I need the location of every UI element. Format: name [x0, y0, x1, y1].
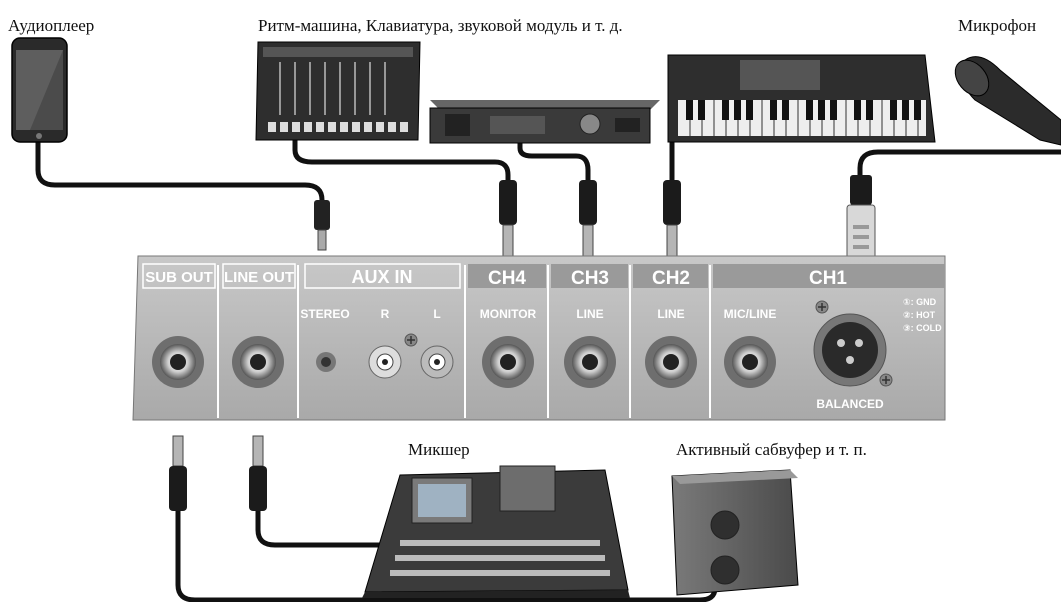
- label-ch1: CH1: [809, 268, 847, 289]
- ch2-jack: [645, 336, 697, 388]
- line-out-jack: [232, 336, 284, 388]
- caption-mixer: Микшер: [408, 440, 470, 459]
- cable-sub-out: [175, 505, 718, 602]
- keyboard: [667, 54, 936, 143]
- label-line-out: LINE OUT: [224, 269, 294, 286]
- plugs-top: [314, 175, 876, 264]
- cable-microphone: [857, 149, 1061, 183]
- ch4-jack: [482, 336, 534, 388]
- aux-r-jack: [368, 345, 402, 379]
- label-aux-in: AUX IN: [351, 267, 412, 287]
- screw-icon: [404, 333, 418, 347]
- sub-out-jack: [152, 336, 204, 388]
- cable-rhythm-machine: [292, 137, 511, 188]
- label-ch4: CH4: [488, 268, 526, 289]
- label-mic-line: MIC/LINE: [724, 307, 777, 321]
- plugs-bottom: [169, 435, 267, 511]
- cables: [35, 137, 1061, 602]
- label-ch3: CH3: [571, 268, 609, 289]
- label-balanced: BALANCED: [816, 397, 884, 411]
- screw-icon: [879, 373, 893, 387]
- label-l: L: [433, 307, 440, 321]
- ch1-mic-line-jack: [724, 336, 776, 388]
- panel-jacks: [152, 300, 893, 388]
- rhythm-machine: [255, 41, 421, 141]
- caption-sources: Ритм-машина, Клавиатура, звуковой модуль…: [258, 16, 623, 35]
- ch3-jack: [564, 336, 616, 388]
- label-stereo: STEREO: [300, 307, 349, 321]
- microphone: [954, 56, 1061, 146]
- label-pin2: ②: HOT: [903, 310, 936, 320]
- caption-audio-player: Аудиоплеер: [8, 16, 95, 35]
- ch1-xlr-jack: [813, 313, 887, 387]
- caption-subwoofer: Активный сабвуфер и т. п.: [676, 440, 867, 459]
- cable-audio-player: [35, 137, 325, 208]
- label-line-ch2: LINE: [657, 307, 684, 321]
- label-pin3: ③: COLD: [903, 323, 942, 333]
- caption-microphone: Микрофон: [958, 16, 1037, 35]
- aux-l-jack: [420, 345, 454, 379]
- cable-sound-module: [517, 139, 591, 188]
- screw-icon: [815, 300, 829, 314]
- cable-line-out: [255, 505, 403, 548]
- sound-module: [429, 100, 660, 144]
- label-monitor: MONITOR: [480, 307, 537, 321]
- label-r: R: [381, 307, 390, 321]
- audio-player: [11, 37, 68, 143]
- label-pin1: ①: GND: [903, 297, 937, 307]
- label-sub-out: SUB OUT: [145, 269, 213, 286]
- subwoofer: [671, 469, 799, 596]
- mixer: [362, 465, 630, 598]
- label-line-ch3: LINE: [576, 307, 603, 321]
- aux-stereo-jack: [316, 352, 336, 372]
- label-ch2: CH2: [652, 268, 690, 289]
